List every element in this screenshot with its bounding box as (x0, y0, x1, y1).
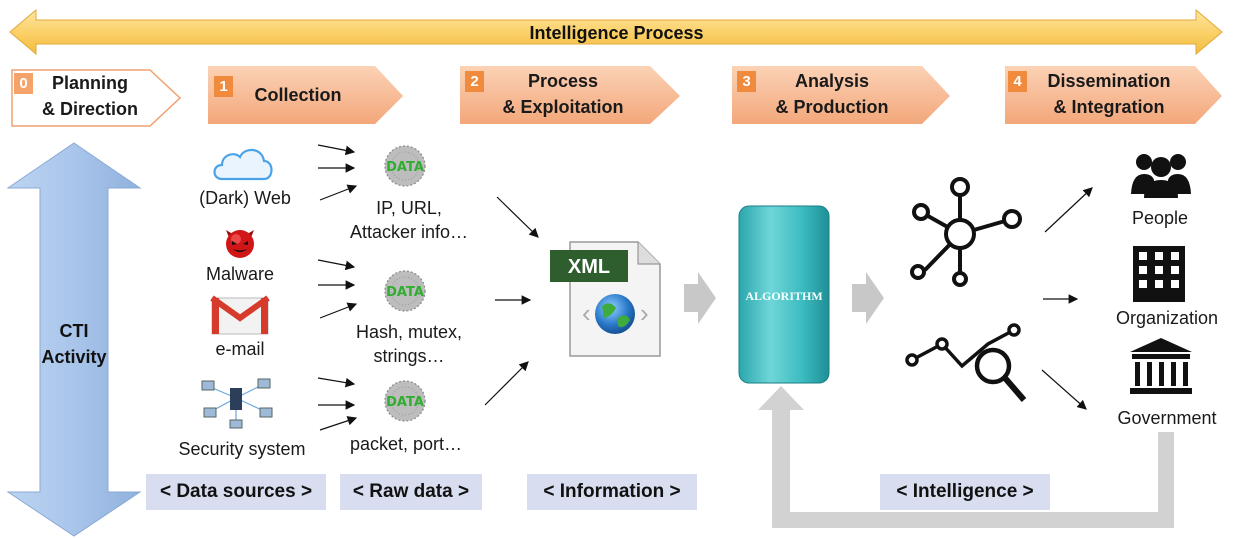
government-icon (1130, 338, 1192, 394)
intelligence-process-title: Intelligence Process (529, 23, 704, 43)
data-blob-icon: DATA (384, 145, 426, 187)
phase-4-chevron (1005, 66, 1222, 124)
phase-3-title-line1: Analysis (794, 71, 870, 91)
phase-1-chevron (208, 66, 403, 124)
phase-2-chevron (460, 66, 680, 124)
consumer-label-organization: Organization (1115, 308, 1219, 328)
consumer-label-people: People (1131, 208, 1189, 228)
data-blob-label: DATA (386, 285, 424, 300)
analytics-search-icon (905, 323, 1027, 402)
devil-icon (226, 230, 254, 258)
phase-0-number: 0 (14, 73, 33, 94)
phase-4-title-line2: & Integration (1053, 97, 1165, 117)
consumer-arrows (1041, 187, 1093, 410)
phase-2-title-line2: & Exploitation (502, 97, 624, 117)
phase-0-title-line1: Planning (52, 73, 128, 93)
source-label-malware: Malware (205, 264, 275, 284)
consumer-label-government: Government (1117, 408, 1217, 428)
source-label-email: e-mail (215, 339, 265, 359)
source-label-dark-web: (Dark) Web (199, 188, 291, 208)
raw-data-label-hash-line1: Hash, mutex, (355, 322, 463, 342)
category-raw-data: < Raw data > (340, 474, 482, 510)
xml-document-icon: XML ‹ › (550, 241, 661, 357)
phase-3-number: 3 (737, 71, 756, 92)
intelligence-process-banner (9, 8, 1223, 56)
block-arrow-to-algorithm (684, 272, 716, 324)
cti-label-line1: CTI (59, 321, 89, 341)
category-intelligence: < Intelligence > (880, 474, 1050, 510)
raw-data-label-ip: IP, URL, Attacker info… (334, 196, 484, 244)
phase-0-title: Planning & Direction (32, 70, 148, 122)
cti-label-line2: Activity (41, 347, 107, 367)
category-information: < Information > (527, 474, 697, 510)
building-icon (1133, 246, 1185, 302)
phase-3-title-line2: & Production (775, 97, 889, 117)
phase-1-number: 1 (214, 76, 233, 97)
phase-2-number: 2 (465, 71, 484, 92)
phase-2-title: Process & Exploitation (478, 68, 648, 120)
phase-4-title-line1: Dissemination (1047, 71, 1171, 91)
globe-icon (595, 294, 635, 334)
svg-text:‹: ‹ (582, 298, 591, 328)
block-arrow-to-analysis (852, 272, 884, 324)
raw-data-label-hash-line2: strings… (373, 346, 445, 366)
raw-data-label-ip-line2: Attacker info… (349, 222, 469, 242)
phase-0-title-line2: & Direction (41, 99, 138, 119)
cti-activity-arrow (6, 142, 142, 537)
phase-3-title: Analysis & Production (752, 68, 912, 120)
data-blob-icon: DATA (384, 270, 426, 312)
phase-0-chevron (11, 69, 182, 127)
data-blob-label: DATA (386, 160, 424, 175)
svg-text:›: › (640, 298, 649, 328)
network-icon (201, 378, 273, 429)
cloud-icon (213, 148, 273, 181)
gmail-icon (210, 295, 270, 335)
phase-4-title: Dissemination & Integration (1024, 68, 1194, 120)
algorithm-icon: ALGORITHM (738, 205, 830, 384)
raw-data-label-packet: packet, port… (349, 434, 463, 454)
data-blob-label: DATA (386, 395, 424, 410)
phase-2-title-line1: Process (527, 71, 599, 91)
data-blob-icon: DATA (384, 380, 426, 422)
category-data-sources: < Data sources > (146, 474, 326, 510)
raw-to-information-arrows (484, 196, 539, 406)
feedback-arrow (758, 386, 1174, 528)
source-label-security-system: Security system (178, 439, 306, 459)
hub-network-icon (910, 177, 1022, 287)
raw-data-label-hash: Hash, mutex, strings… (334, 320, 484, 368)
phase-4-number: 4 (1008, 71, 1027, 92)
phase-3-chevron (732, 66, 950, 124)
xml-label: XML (568, 256, 610, 278)
algorithm-label: ALGORITHM (745, 289, 822, 303)
raw-data-label-ip-line1: IP, URL, (376, 198, 442, 218)
cti-activity-label: CTI Activity (34, 318, 114, 370)
phase-1-title: Collection (254, 85, 342, 105)
people-icon (1131, 154, 1191, 198)
source-arrows (317, 144, 358, 431)
